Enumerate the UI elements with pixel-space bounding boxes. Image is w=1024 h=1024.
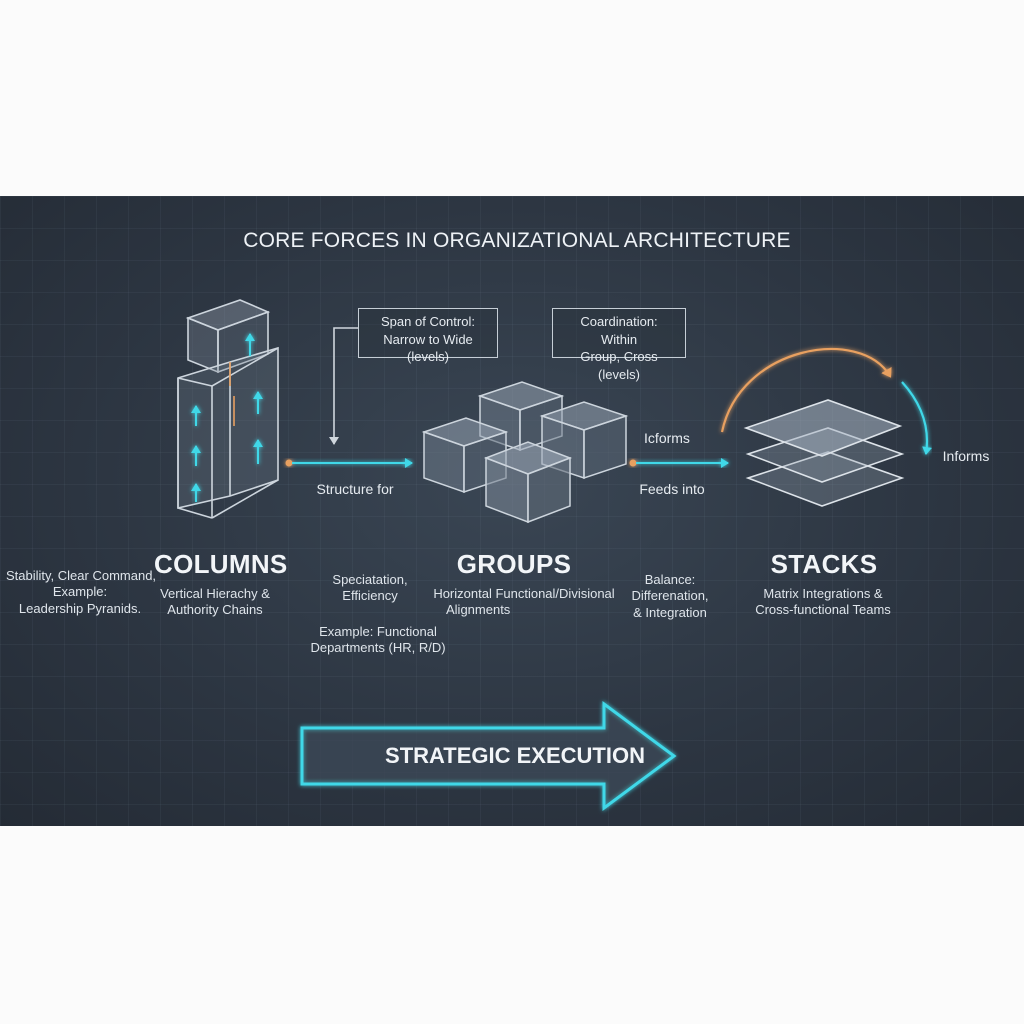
columns-subtitle: Vertical Hierachy & Authority Chains — [150, 586, 280, 619]
coordination-line-2: Group, Cross (levels) — [580, 349, 658, 382]
tower-up-arrows-icon — [191, 333, 263, 502]
columns-heading: COLUMNS — [154, 549, 288, 579]
columns-note-line-3: Leadership Pyranids. — [18, 600, 142, 616]
span-line-1: Span of Control: — [381, 314, 475, 329]
stacks-subtitle: Matrix Integrations & Cross-functional T… — [750, 586, 896, 619]
columns-subtitle-line-2: Authority Chains — [167, 602, 263, 618]
stacks-note-line-1: Balance: — [644, 572, 696, 587]
structure-for-arrow — [285, 458, 413, 468]
groups-example-line-2: Departments (HR, R/D) — [310, 640, 446, 656]
stacks-layers-icon — [743, 399, 905, 507]
columns-note-line-2: Example: — [52, 584, 108, 600]
span-line-2: Narrow to Wide (levels) — [383, 331, 473, 365]
stacks-note-line-3: & Integration — [633, 604, 707, 620]
stacks-subtitle-line-2: Cross-functional Teams — [755, 602, 891, 618]
groups-note-line-2: Efficiency — [342, 588, 398, 604]
columns-subtitle-line-1: Vertical Hierachy & — [160, 586, 270, 601]
informs-label: Informs — [942, 448, 990, 464]
groups-left-note: Speciatation, Efficiency — [320, 572, 420, 605]
groups-note-line-1: Speciatation, — [332, 572, 408, 587]
orange-arc-arrow — [720, 347, 892, 433]
icforms-label: Icforms — [644, 430, 690, 446]
groups-subtitle: Horizontal Functional/Divisional Alignme… — [428, 586, 620, 619]
diagram-panel: CORE FORCES IN ORGANIZATIONAL ARCHITECTU… — [0, 196, 1024, 826]
stacks-subtitle-line-1: Matrix Integrations & — [763, 586, 883, 601]
strategic-execution-label: STRATEGIC EXECUTION — [385, 743, 645, 768]
columns-tower-icon — [177, 299, 279, 519]
stacks-note-line-2: Differenation, — [631, 588, 709, 604]
columns-note-line-1: Stability, Clear Command, — [6, 568, 157, 583]
span-of-control-box: Span of Control: Narrow to Wide (levels) — [358, 308, 498, 364]
informs-arc-arrow — [901, 381, 933, 455]
groups-cubes-icon — [421, 381, 629, 524]
strategic-execution-arrow — [300, 701, 677, 811]
groups-heading: GROUPS — [456, 549, 572, 579]
coordination-line-1: Coardination: Within — [580, 314, 658, 347]
feeds-into-label: Feeds into — [639, 481, 705, 497]
structure-for-label: Structure for — [316, 481, 394, 497]
groups-example-line-1: Example: Functional — [319, 624, 437, 639]
groups-subtitle-line-1: Horizontal Functional/Divisional — [433, 586, 615, 601]
feeds-into-arrow — [629, 458, 729, 468]
diagram-artwork — [177, 299, 933, 811]
columns-side-note: Stability, Clear Command, Example: Leade… — [6, 568, 157, 617]
groups-example: Example: Functional Departments (HR, R/D… — [306, 624, 450, 657]
groups-subtitle-line-2: Alignments — [446, 602, 511, 618]
diagram-title: CORE FORCES IN ORGANIZATIONAL ARCHITECTU… — [243, 229, 791, 252]
coordination-box: Coardination: Within Group, Cross (level… — [552, 308, 686, 382]
stacks-left-note: Balance: Differenation, & Integration — [620, 572, 720, 621]
span-control-connector — [329, 327, 358, 445]
stacks-heading: STACKS — [770, 549, 878, 579]
